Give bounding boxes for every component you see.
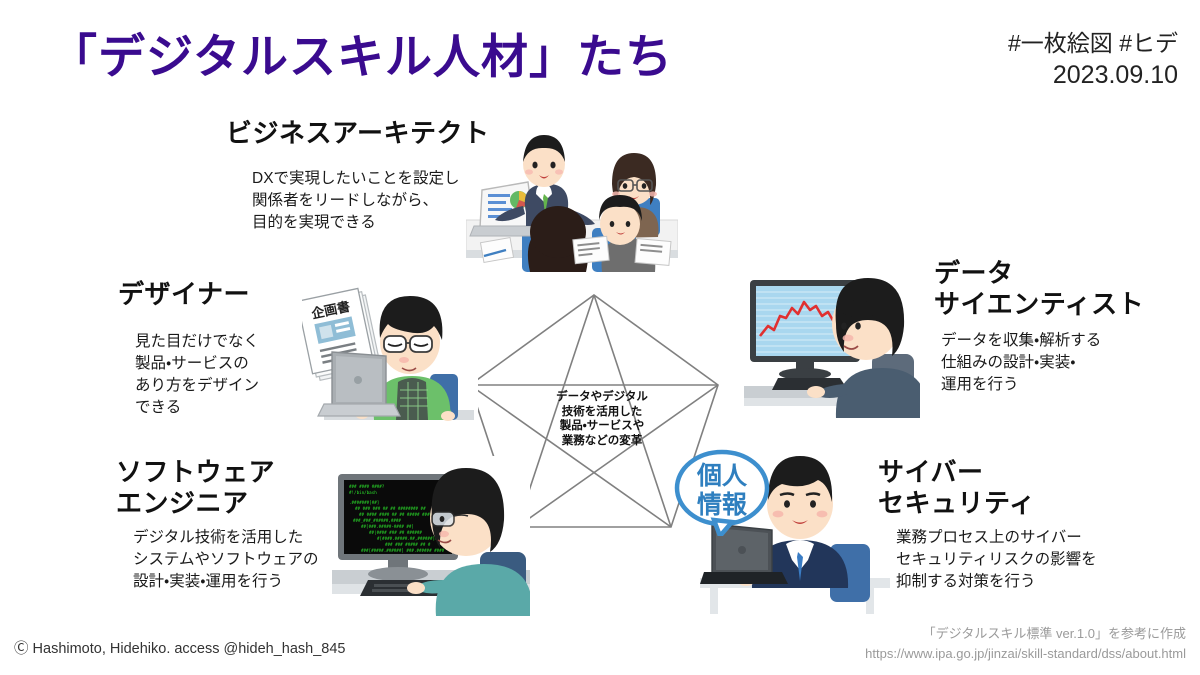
role-title-software-engineer: ソフトウェア エンジニア	[116, 457, 276, 518]
svg-text:## #### #### ## ## ##### #####: ## #### #### ## ## ##### ####### ##	[359, 512, 448, 517]
svg-text:##|#### ### ## ######: ##|#### ### ## ######	[369, 530, 422, 535]
plan-document-label: 企画書	[310, 299, 351, 323]
role-title-data-scientist: データ サイエンティスト	[934, 258, 1145, 319]
role-desc-software-engineer: デジタル技術を活用した システムやソフトウェアの 設計・実装・運用を行う	[133, 529, 319, 590]
role-title-business-architect: ビジネスアーキテクト	[226, 118, 490, 148]
role-desc-data-scientist: データを収集・解析する 仕組みの設計・実装・ 運用を行う	[941, 332, 1102, 393]
role-desc-designer: 見た目だけでなく 製品・サービスの あり方をデザイン できる	[135, 333, 260, 416]
pentagon-diagonals	[469, 294, 719, 528]
pentagon-outline	[469, 294, 719, 528]
source-url[interactable]: https://www.ipa.go.jp/jinzai/skill-stand…	[865, 645, 1186, 661]
svg-text:### #### ####?: ### #### ####?	[349, 484, 385, 489]
slide-date: 2023.09.10	[1052, 60, 1178, 89]
personal-info-line1: 個人	[696, 461, 748, 490]
svg-text:###[#####.######] ###.###### #: ###[#####.######] ###.###### ####	[361, 548, 445, 553]
trend-line	[758, 300, 849, 337]
copyright-text: Ⓒ Hashimoto, Hidehiko. access @hideh_has…	[14, 641, 346, 657]
source-note: 「デジタルスキル標準 ver.1.0」を参考に作成	[922, 626, 1186, 641]
svg-text:## ### ### ## ## ######## ##: ## ### ### ## ## ######## ##	[355, 506, 426, 511]
svg-text:###_###_######,####: ###_###_######,####	[353, 518, 401, 523]
svg-text:#[####.#####.##,######]#: #[####.#####.##,######]#	[377, 536, 438, 541]
personal-info-badge: 個人 情報	[672, 448, 776, 541]
source-attribution: 「デジタルスキル標準 ver.1.0」を参考に作成 https://www.ip…	[865, 624, 1186, 663]
designer-laptop-illustration: 企画書	[296, 282, 478, 433]
svg-text:##[###.#####-#### ##]: ##[###.#####-#### ##]	[361, 524, 414, 529]
role-title-designer: デザイナー	[118, 279, 250, 309]
hashtags: #一枚絵図 #ヒデ	[1008, 30, 1178, 56]
analyst-monitor-illustration	[744, 272, 929, 423]
pentagram-diagram	[450, 280, 740, 550]
role-desc-business-architect: DXで実現したいことを設定し 関係者をリードしながら、 目的を実現できる	[252, 170, 460, 231]
svg-text:### ### ##### ## #: ### ### ##### ## #	[385, 542, 431, 547]
svg-text:.#######[##]: .#######[##]	[349, 500, 379, 505]
pentagram-svg	[469, 294, 719, 528]
role-desc-cyber-security: 業務プロセス上のサイバー セキュリティリスクの影響を 抑制する対策を行う	[896, 529, 1097, 590]
meeting-team-illustration	[465, 120, 679, 277]
page-title: 「デジタルスキル人材」たち	[50, 30, 674, 83]
slide-meta: #一枚絵図 #ヒデ 2023.09.10	[1008, 28, 1178, 92]
role-title-cyber-security: サイバー セキュリティ	[878, 457, 1036, 518]
center-concept-text: データやデジタル 技術を活用した 製品・サービスや 業務などの変革	[556, 391, 648, 448]
code-lines: ### #### ####? #!/bin/bash .#######[##] …	[349, 484, 448, 553]
programmer-desktop-illustration: ### #### ####? #!/bin/bash .#######[##] …	[332, 456, 533, 621]
personal-info-line2: 情報	[697, 490, 748, 519]
svg-text:#!/bin/bash: #!/bin/bash	[349, 490, 377, 495]
